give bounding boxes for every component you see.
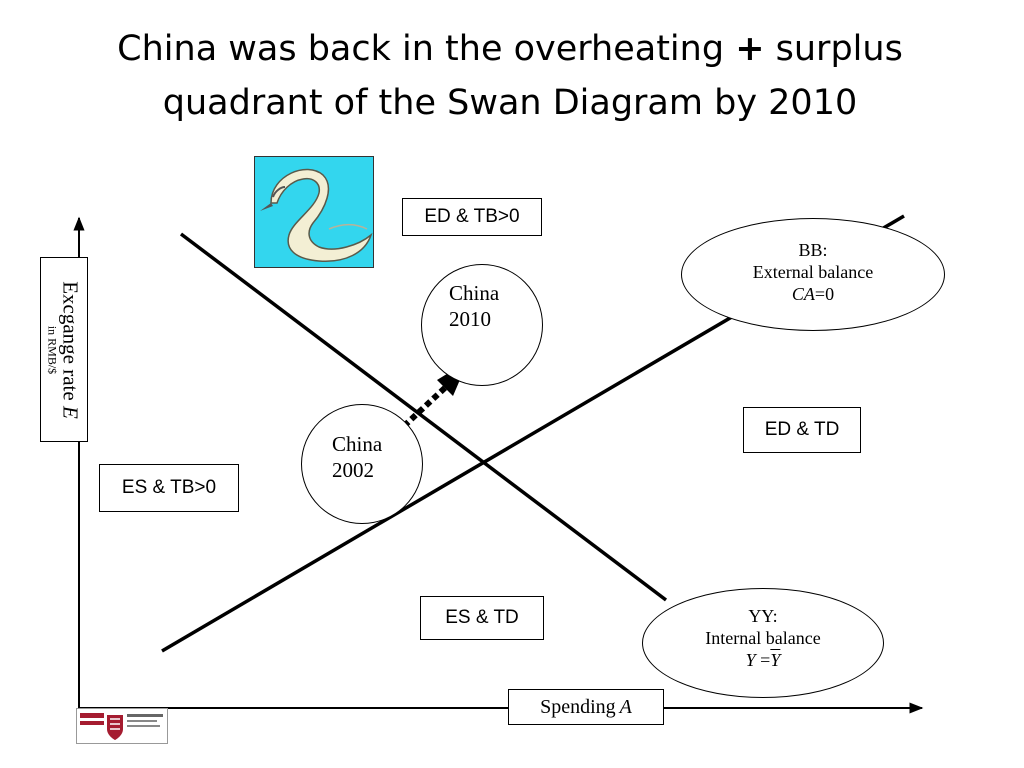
china-2010-point: China 2010 <box>421 264 543 386</box>
y-axis-label-box: Excgange rate E in RMB/$ <box>40 257 88 442</box>
y-axis-label: Excgange rate E in RMB/$ <box>46 260 83 440</box>
swan-icon <box>260 168 373 262</box>
yy-label-condition: Y =Y <box>745 650 781 670</box>
quadrant-label-left: ES & TB>0 <box>99 464 239 512</box>
swan-image <box>254 156 374 268</box>
bb-label-name: BB: <box>798 240 828 260</box>
china-2002-point: China 2002 <box>301 404 423 524</box>
quadrant-label-right: ED & TD <box>743 407 861 453</box>
title-text-2: surplus <box>764 29 903 69</box>
title-plus: + <box>735 29 765 69</box>
title-line-2: quadrant of the Swan Diagram by 2010 <box>162 83 858 123</box>
x-axis-variable: A <box>619 695 632 718</box>
yy-label-description: Internal balance <box>705 628 821 648</box>
yy-curve <box>179 232 668 602</box>
y-bar-symbol: Y <box>770 650 781 670</box>
y-axis-unit: in RMB/$ <box>45 325 60 374</box>
slide-title: China was back in the overheating + surp… <box>40 22 980 130</box>
title-text-1: China was back in the overheating <box>117 29 736 69</box>
bb-curve-label: BB: External balance CA=0 <box>681 218 945 331</box>
yy-label-name: YY: <box>748 606 778 626</box>
x-axis-label: Spending A <box>508 689 664 725</box>
yy-curve-label: YY: Internal balance Y =Y <box>642 588 884 698</box>
title-line-1: China was back in the overheating + surp… <box>40 22 980 76</box>
y-axis-title: Excgange rate E <box>58 280 83 419</box>
quadrant-label-top: ED & TB>0 <box>402 198 542 236</box>
bb-label-description: External balance <box>752 262 874 282</box>
harvard-shield-icon <box>80 713 163 740</box>
quadrant-label-bottom: ES & TD <box>420 596 544 640</box>
bb-label-condition: CA=0 <box>791 284 835 304</box>
y-axis-variable: E <box>58 405 83 419</box>
movement-arrow-shaft <box>401 382 451 429</box>
harvard-kennedy-logo <box>76 708 168 744</box>
